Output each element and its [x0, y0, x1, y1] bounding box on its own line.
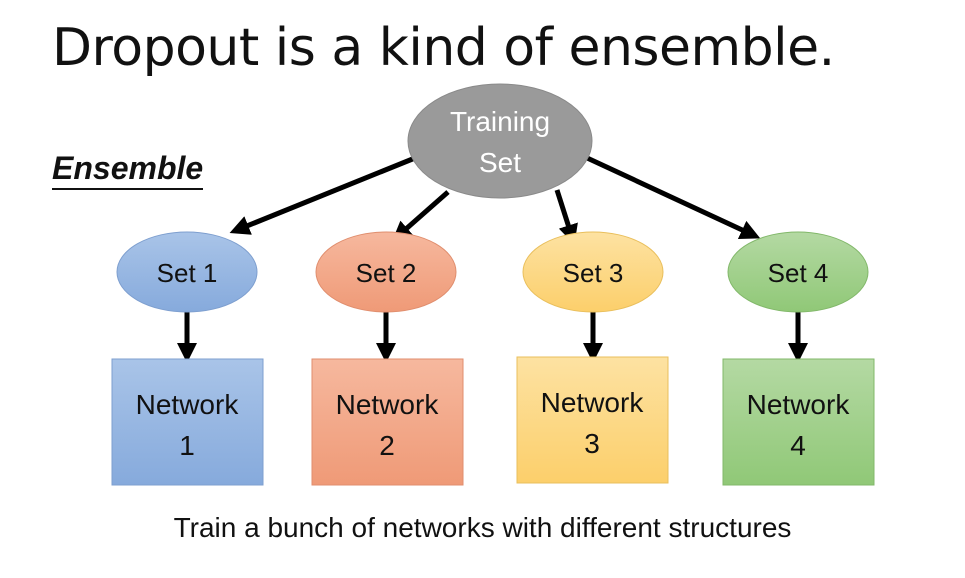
network-3-rect — [516, 356, 669, 484]
ensemble-heading: Ensemble — [52, 150, 204, 190]
set-1-ellipse — [116, 231, 258, 313]
set-1-label: Set 1 — [157, 258, 218, 288]
set-3-ellipse — [522, 231, 664, 313]
set-to-network-arrows — [177, 305, 808, 363]
set-node-4: Set 4 — [727, 231, 869, 313]
network-2-label-line2: 2 — [379, 430, 395, 461]
network-4-rect — [722, 358, 875, 486]
set-node-3: Set 3 — [522, 231, 664, 313]
network-box-2: Network 2 — [311, 358, 464, 486]
network-1-label-line1: Network — [136, 389, 240, 420]
set-3-label: Set 3 — [563, 258, 624, 288]
slide-caption: Train a bunch of networks with different… — [173, 512, 792, 543]
arrow-root-set4 — [583, 154, 761, 240]
network-4-label-line1: Network — [747, 389, 851, 420]
training-set-ellipse — [407, 83, 593, 199]
set-node-2: Set 2 — [315, 231, 457, 313]
set-2-ellipse — [315, 231, 457, 313]
network-4-label-line2: 4 — [790, 430, 806, 461]
set-4-ellipse — [727, 231, 869, 313]
network-1-rect — [111, 358, 264, 486]
arrow-root-set2 — [391, 190, 450, 242]
set-4-label: Set 4 — [768, 258, 829, 288]
network-2-rect — [311, 358, 464, 486]
training-set-node: Training Set — [407, 83, 593, 199]
set-node-1: Set 1 — [116, 231, 258, 313]
network-1-label-line2: 1 — [179, 430, 195, 461]
arrow-root-set3 — [554, 189, 578, 245]
root-to-set-arrows — [229, 154, 761, 245]
network-3-label-line2: 3 — [584, 428, 600, 459]
network-3-label-line1: Network — [541, 387, 645, 418]
slide-title: Dropout is a kind of ensemble. — [52, 18, 835, 78]
network-box-3: Network 3 — [516, 356, 669, 484]
network-2-label-line1: Network — [336, 389, 440, 420]
set-2-label: Set 2 — [356, 258, 417, 288]
training-set-label-line1: Training — [450, 106, 550, 137]
network-box-1: Network 1 — [111, 358, 264, 486]
training-set-label-line2: Set — [479, 147, 521, 178]
arrow-root-set1 — [229, 155, 416, 235]
network-box-4: Network 4 — [722, 358, 875, 486]
